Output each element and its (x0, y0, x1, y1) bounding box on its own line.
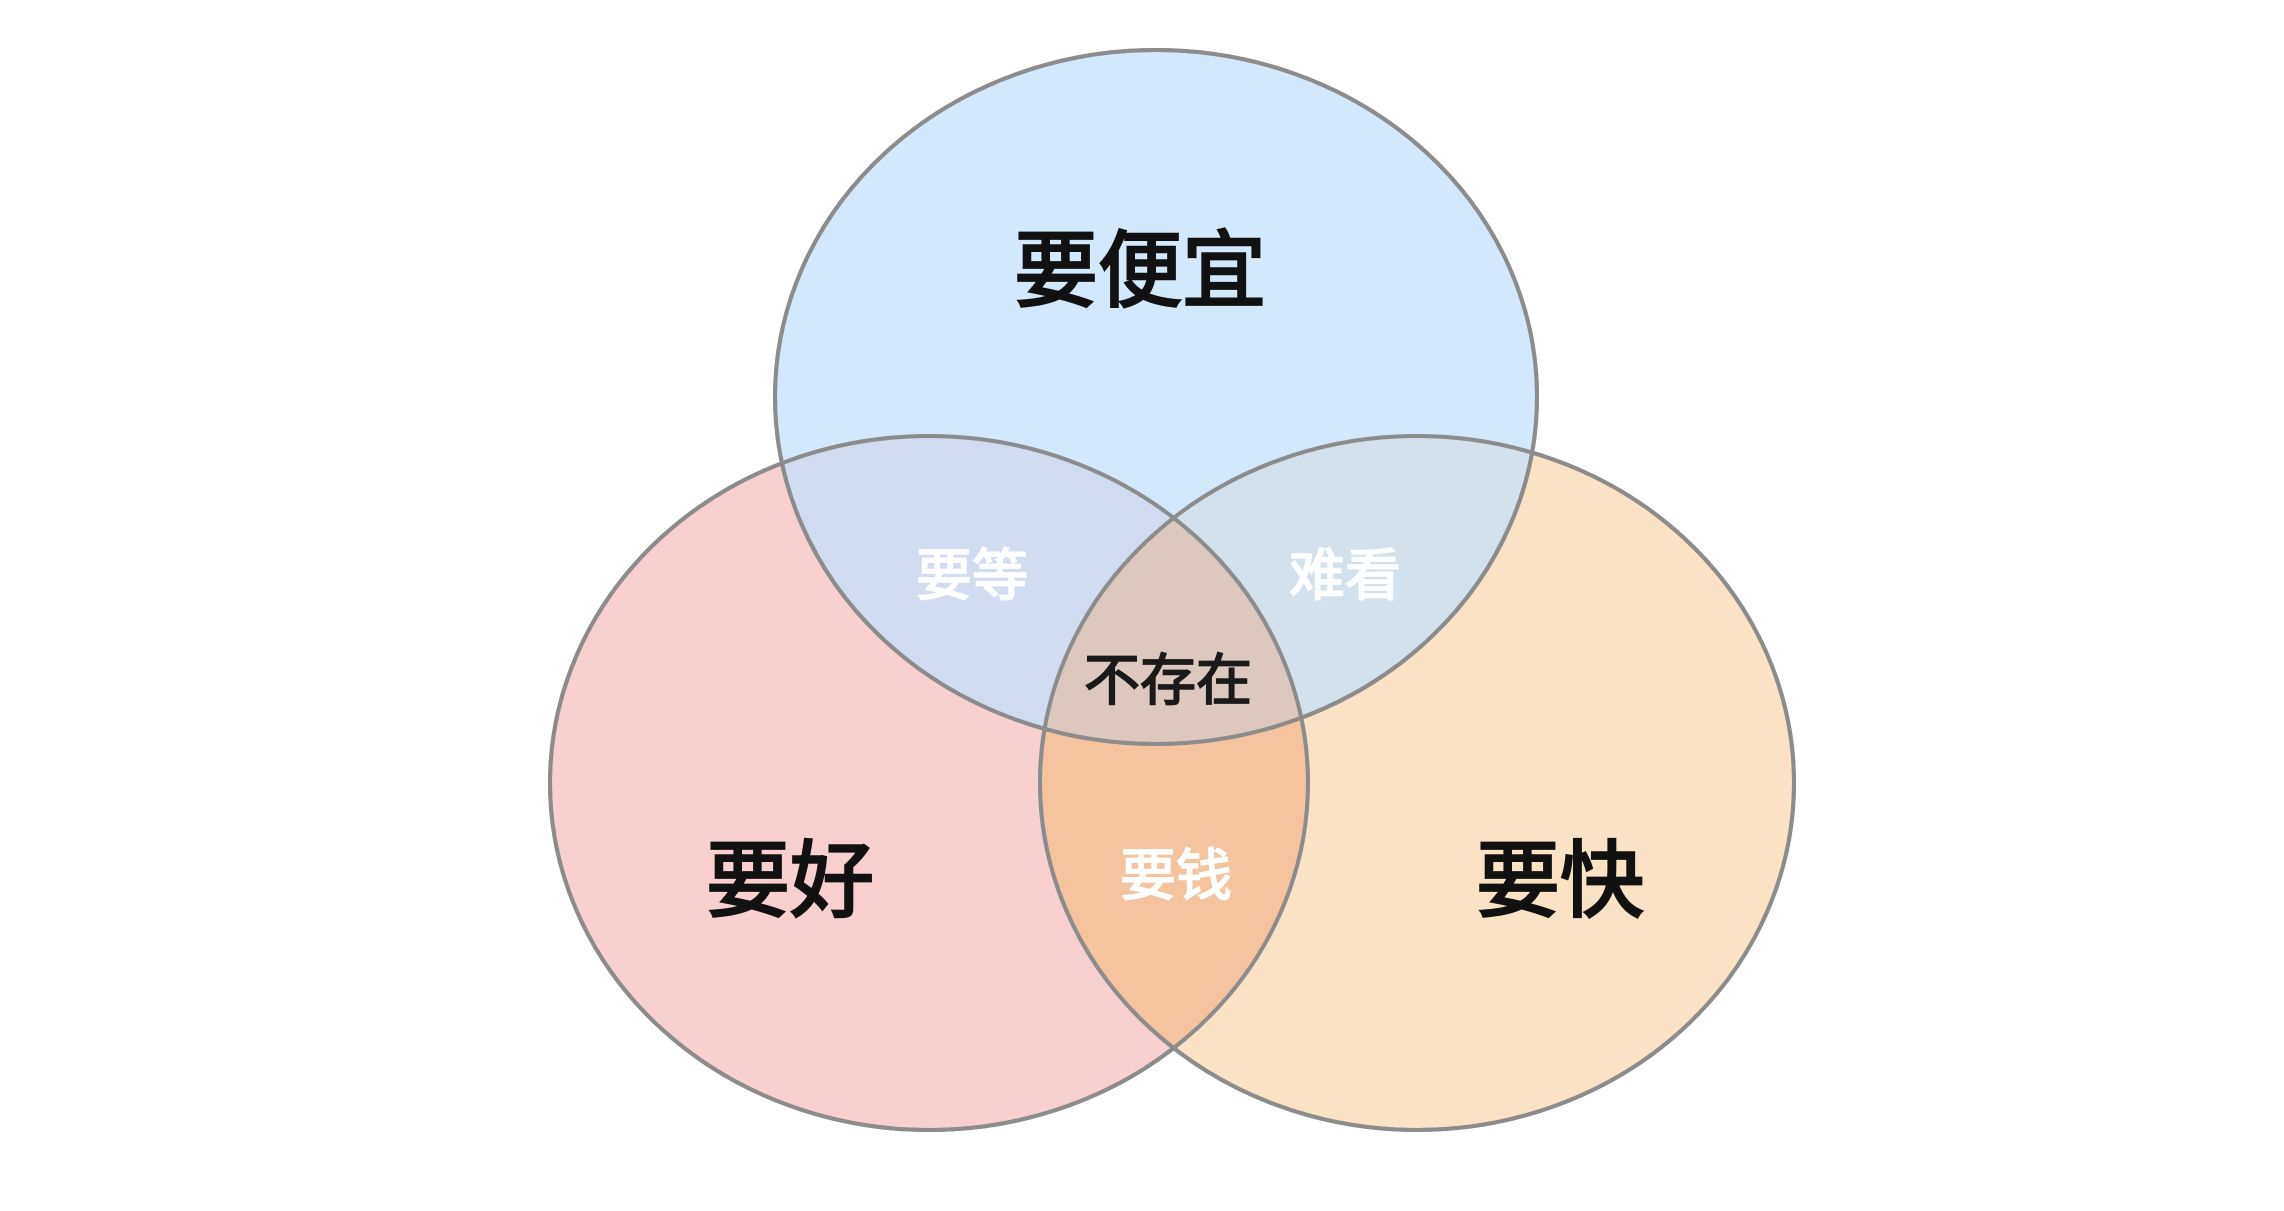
outline-cheap (773, 48, 1539, 746)
label-all: 不存在 (1084, 649, 1252, 714)
label-cheap-fast: 难看 (1289, 544, 1401, 609)
outline-good (548, 434, 1310, 1132)
label-good-fast: 要钱 (1120, 844, 1232, 909)
outline-fast (1038, 434, 1796, 1132)
label-cheap-good: 要等 (916, 544, 1028, 609)
label-fast: 要快 (1476, 832, 1645, 930)
label-cheap: 要便宜 (1014, 222, 1266, 320)
label-good: 要好 (706, 832, 874, 930)
overlap-good-fast-shade (1040, 436, 1308, 1130)
